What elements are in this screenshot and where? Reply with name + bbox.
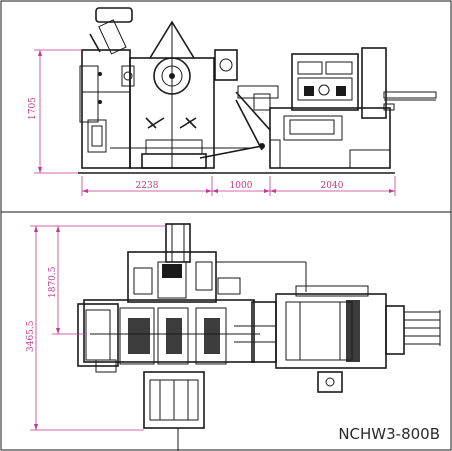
dim-upper-height: 1870.5 (48, 266, 58, 298)
side-view: 1705 2238 1000 2040 (28, 7, 437, 196)
dim-width-1: 2238 (136, 181, 159, 191)
model-label: NCHW3-800B (338, 425, 440, 443)
dim-overall-length: 3465.5 (26, 320, 36, 352)
reel-drum (153, 57, 191, 95)
main-body-top (83, 299, 255, 363)
feeder-frame (269, 107, 391, 169)
feeder-top (275, 293, 387, 369)
dim-height: 1705 (28, 97, 38, 120)
top-view: 3465.5 1870.5 (26, 223, 441, 451)
lower-leg (143, 371, 205, 429)
feeder-head (291, 53, 359, 111)
upper-unit (127, 251, 217, 303)
dim-width-2: 1000 (230, 181, 253, 191)
dim-width-3: 2040 (321, 181, 344, 191)
